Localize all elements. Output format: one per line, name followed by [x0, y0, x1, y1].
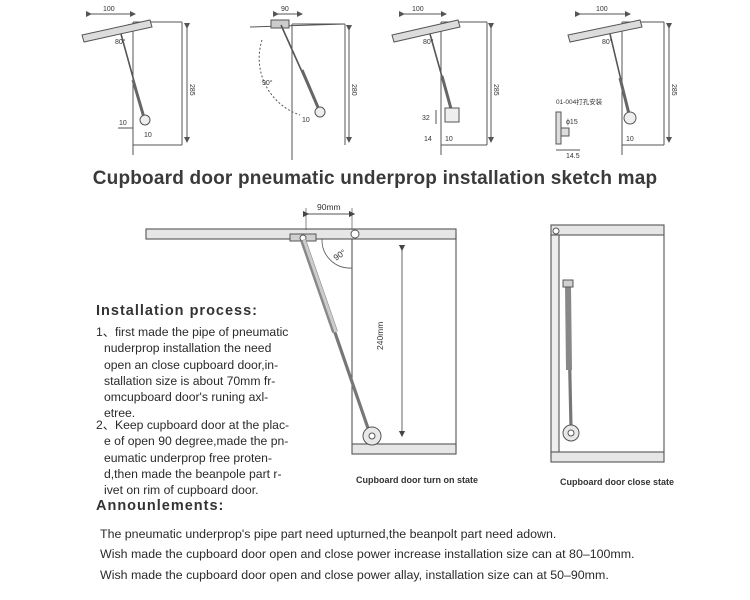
- open-state-sketch: [145, 208, 457, 455]
- step2-line: eumatic underprop free proten-: [104, 450, 273, 465]
- fig4-dim-height: 285: [670, 84, 677, 96]
- top-figure-2: [249, 11, 352, 160]
- step1-line: etree.: [104, 406, 136, 421]
- fig1-dim-left: 10: [119, 120, 127, 127]
- step2-line: ivet on rim of cupboard door.: [104, 483, 259, 498]
- fig1-dim-bottom: 10: [144, 132, 152, 139]
- caption-closed-state: Cupboard door close state: [560, 477, 675, 487]
- fig4-drill-note: 01-004打孔安装: [556, 97, 603, 106]
- fig4-dim-diameter: ϕ15: [566, 119, 578, 126]
- fig2-dim-top: 90: [281, 6, 289, 13]
- step1-line: stallation size is about 70mm fr-: [104, 373, 276, 388]
- announcements-heading: Announlements:: [96, 498, 225, 514]
- dim-angle-label: 90°: [331, 247, 347, 263]
- fig2-dim-height: 280: [350, 84, 357, 96]
- fig4-dim-bottom: 14.5: [566, 153, 580, 160]
- top-figure-1: [81, 11, 190, 155]
- announcement-line-1: The pneumatic underprop's pipe part need…: [100, 527, 557, 541]
- fig2-dim-bottom: 10: [302, 117, 310, 124]
- fig3-dim-height: 285: [492, 84, 499, 96]
- step2-line: e of open 90 degree,made the pn-: [104, 434, 289, 449]
- main-diagram: 90mm 90° 240mm: [145, 202, 665, 463]
- announcement-line-3: Wish made the cupboard door open and clo…: [100, 568, 609, 582]
- fig3-dim-top: 100: [412, 6, 424, 13]
- step1-line: omcupboard door's runing axl-: [104, 390, 269, 405]
- page-title: Cupboard door pneumatic underprop instal…: [92, 168, 658, 189]
- fig1-dim-angle: 80°: [115, 38, 126, 46]
- step2-line: d,then made the beanpole part r-: [104, 466, 282, 481]
- top-figure-3: [391, 11, 494, 155]
- top-figure-4: [555, 11, 672, 155]
- closed-state-sketch: [550, 224, 665, 463]
- announcement-line-2: Wish made the cupboard door open and clo…: [100, 547, 635, 561]
- fig3-dim-bottom-b: 10: [445, 136, 453, 143]
- installation-step-1: 1、first made the pipe of pneumatic nuder…: [96, 324, 288, 422]
- installation-heading: Installation process:: [96, 303, 259, 319]
- fig1-dim-height: 285: [188, 84, 195, 96]
- step1-line: 1、first made the pipe of pneumatic: [96, 325, 289, 339]
- fig1-dim-top: 100: [103, 6, 115, 13]
- step1-line: nuderprop installation the need: [104, 341, 272, 356]
- dim-width-label: 90mm: [317, 202, 341, 212]
- dim-length-label: 240mm: [375, 322, 385, 350]
- fig4-dim-top: 100: [596, 6, 608, 13]
- fig4-dim-right: 10: [626, 136, 634, 143]
- step2-line: 2、Keep cupboard door at the plac-: [96, 418, 290, 432]
- installation-step-2: 2、Keep cupboard door at the plac- e of o…: [96, 417, 289, 498]
- top-sketches: 100 80° 285 10 10 90 90° 280 10: [81, 6, 677, 160]
- caption-open-state: Cupboard door turn on state: [356, 475, 478, 485]
- fig3-dim-angle: 80°: [423, 38, 434, 46]
- fig2-dim-angle: 90°: [262, 79, 273, 87]
- step1-line: open an close cupboard door,in-: [104, 357, 279, 372]
- fig3-dim-bottom-a: 14: [424, 136, 432, 143]
- fig4-dim-angle: 80°: [602, 38, 613, 46]
- fig3-dim-left: 32: [422, 115, 430, 122]
